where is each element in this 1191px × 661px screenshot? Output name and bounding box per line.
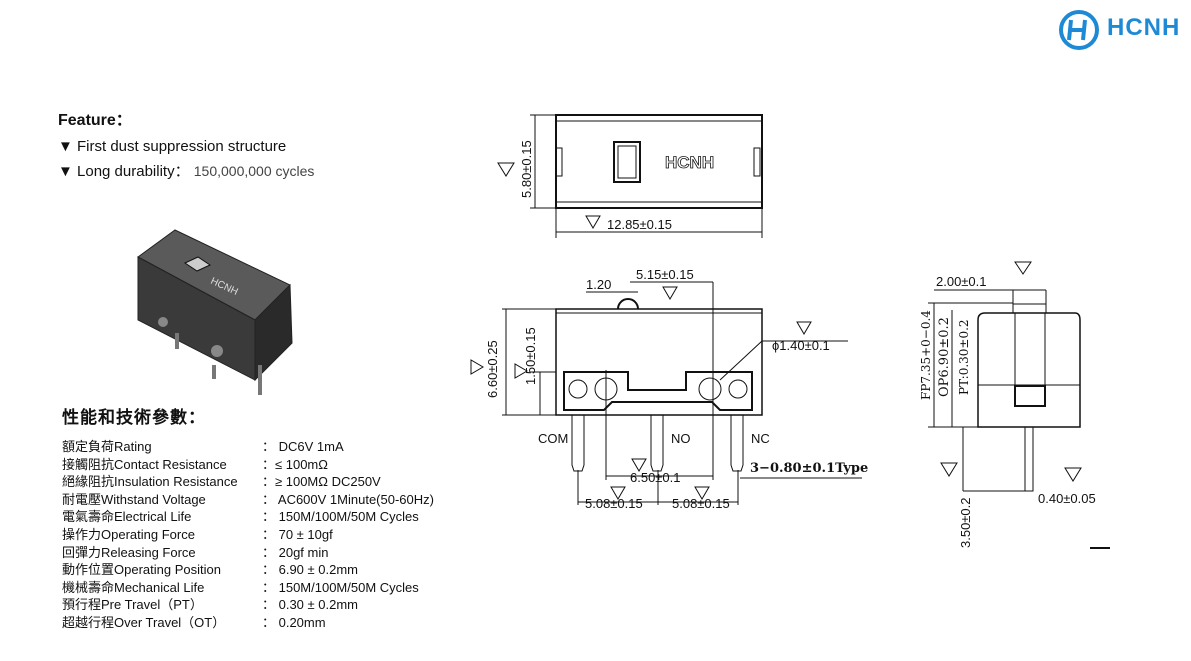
spec-value: ： DC6V 1mA bbox=[262, 439, 344, 454]
feature-bullet: ▼ Long durability： 150,000,000 cycles bbox=[58, 160, 314, 181]
spec-row: 接觸阻抗Contact Resistance ：≤ 100mΩ bbox=[62, 454, 462, 472]
spec-label: 絕緣阻抗Insulation Resistance bbox=[62, 474, 238, 490]
top-view: HCNH 5.80±0.15 12.85±0.15 bbox=[497, 114, 763, 238]
spec-title: 性能和技術參數： bbox=[62, 408, 206, 428]
pin-label-no: NO bbox=[671, 431, 691, 446]
spec-value: ：≥ 100MΩ DC250V bbox=[262, 474, 381, 490]
dim-label: 3.50±0.2 bbox=[958, 497, 973, 548]
spec-row: 耐電壓Withstand Voltage ： AC600V 1Minute(50-… bbox=[62, 489, 462, 507]
pin-label-com: COM bbox=[538, 431, 568, 446]
feature-title: Feature： bbox=[58, 112, 132, 129]
spec-value: ： 70 ± 10gf bbox=[262, 527, 333, 542]
dim-label: 6.60±0.25 bbox=[485, 340, 500, 398]
spec-label: 動作位置Operating Position bbox=[62, 562, 221, 578]
spec-row: 動作位置Operating Position ： 6.90 ± 0.2mm bbox=[62, 559, 462, 578]
bullet-label: ▼ First dust suppression structure bbox=[58, 138, 287, 155]
logo-icon bbox=[1059, 10, 1099, 50]
spec-row: 回彈力Releasing Force ： 20gf min bbox=[62, 542, 462, 560]
front-view: 1.20 5.15±0.15 6.60±0.25 1.50±0.15 ϕ1.40… bbox=[470, 267, 868, 511]
spec-label: 耐電壓Withstand Voltage bbox=[62, 491, 206, 507]
dim-label: 1.20 bbox=[586, 277, 611, 292]
dim-label: 3−0.80±0.1Type bbox=[750, 461, 868, 476]
spec-value: ： 6.90 ± 0.2mm bbox=[262, 562, 359, 578]
spec-label: 超越行程Over Travel（OT） bbox=[62, 615, 226, 630]
dim-label: 5.80±0.15 bbox=[519, 140, 534, 198]
bullet-value: 150,000,000 cycles bbox=[193, 163, 315, 179]
spec-label: 接觸阻抗Contact Resistance bbox=[62, 456, 227, 472]
dim-label: 0.40±0.05 bbox=[1038, 491, 1096, 506]
spec-label: 回彈力Releasing Force bbox=[62, 544, 196, 560]
dim-label: 1.50±0.15 bbox=[523, 327, 538, 385]
spec-row: 電氣壽命Electrical Life ： 150M/100M/50M Cycle… bbox=[62, 506, 462, 525]
pin-label-nc: NC bbox=[751, 431, 770, 446]
brand-mark: HCNH bbox=[665, 153, 714, 172]
feature-bullet: ▼ First dust suppression structure bbox=[58, 138, 286, 155]
spec-row: 預行程Pre Travel（PT） ： 0.30 ± 0.2mm bbox=[62, 594, 462, 613]
logo-text: HCNH bbox=[1107, 14, 1181, 41]
spec-label: 機械壽命Mechanical Life bbox=[62, 579, 205, 595]
dim-label: ϕ1.40±0.1 bbox=[772, 338, 830, 353]
side-view: 2.00±0.1 FP7.35+0−0.4 OP6.90±0.2 PT:0.30… bbox=[919, 261, 1110, 549]
spec-value: ： 150M/100M/50M Cycles bbox=[262, 509, 419, 525]
dim-label: 2.00±0.1 bbox=[936, 274, 987, 289]
spec-value: ： 20gf min bbox=[262, 544, 329, 560]
spec-label: 電氣壽命Electrical Life bbox=[62, 509, 192, 525]
spec-value: ： 0.30 ± 0.2mm bbox=[262, 597, 359, 613]
product-photo: HCNH bbox=[137, 229, 293, 395]
dim-label: 5.08±0.15 bbox=[672, 496, 730, 511]
dim-label: OP6.90±0.2 bbox=[937, 317, 952, 397]
spec-value: ： AC600V 1Minute(50-60Hz) bbox=[262, 491, 434, 507]
spec-label: 操作力Operating Force bbox=[62, 527, 195, 542]
spec-value: ： 150M/100M/50M Cycles bbox=[262, 579, 419, 595]
spec-label: 額定負荷Rating bbox=[62, 439, 152, 454]
spec-row: 絕緣阻抗Insulation Resistance ：≥ 100MΩ DC250V bbox=[62, 471, 462, 490]
spec-value: ： 0.20mm bbox=[262, 615, 326, 630]
spec-row: 超越行程Over Travel（OT） ： 0.20mm bbox=[62, 612, 462, 630]
spec-row: 機械壽命Mechanical Life ： 150M/100M/50M Cycle… bbox=[62, 577, 462, 595]
dim-label: 5.15±0.15 bbox=[636, 267, 694, 282]
dim-label: PT:0.30±0.2 bbox=[957, 319, 971, 395]
spec-row: 額定負荷Rating ： DC6V 1mA bbox=[62, 436, 462, 454]
spec-value: ：≤ 100mΩ bbox=[262, 456, 328, 472]
dim-label: 5.08±0.15 bbox=[585, 496, 643, 511]
dim-label: 12.85±0.15 bbox=[607, 217, 672, 232]
dim-label: FP7.35+0−0.4 bbox=[919, 310, 933, 400]
spec-label: 預行程Pre Travel（PT） bbox=[62, 597, 203, 613]
bullet-label: ▼ Long durability： bbox=[58, 163, 190, 180]
spec-row: 操作力Operating Force ： 70 ± 10gf bbox=[62, 524, 462, 542]
dim-label: 6.50±0.1 bbox=[630, 470, 681, 485]
